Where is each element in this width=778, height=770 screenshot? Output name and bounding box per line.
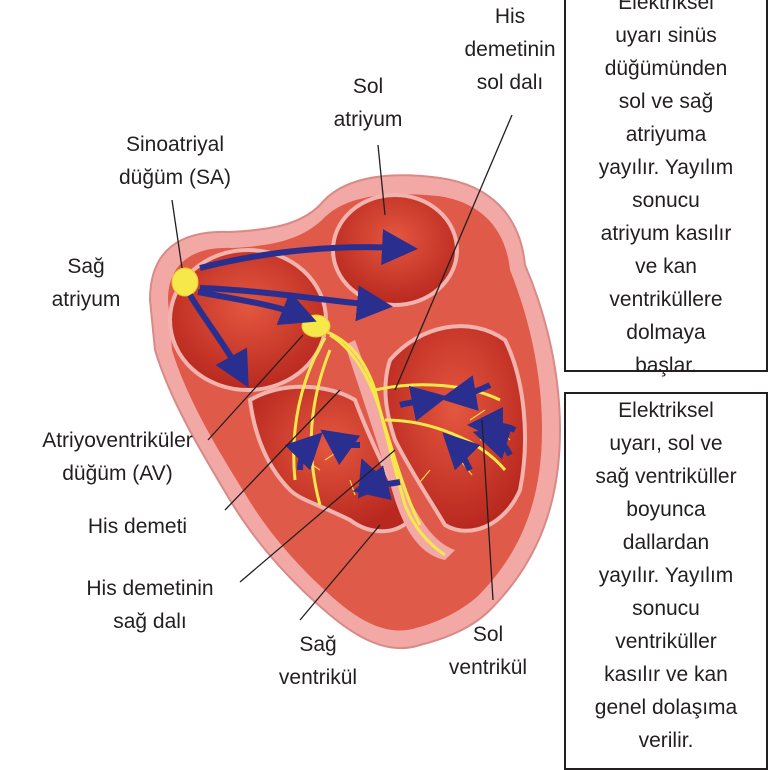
- label-his-demeti: His demeti: [55, 510, 220, 543]
- label-sag-ventrikul: Sağ ventrikül: [258, 628, 378, 694]
- label-av-dugum: Atriyoventriküler düğüm (AV): [0, 424, 235, 490]
- label-sol-atriyum: Sol atriyum: [303, 70, 433, 136]
- info-box-atrial: Elektriksel uyarı sinüs düğümünden sol v…: [564, 0, 768, 372]
- label-his-sag-dal: His demetinin sağ dalı: [55, 572, 245, 638]
- av-node: [302, 315, 330, 337]
- label-sinoatriyal: Sinoatriyal düğüm (SA): [75, 128, 275, 194]
- label-sag-atriyum: Sağ atriyum: [26, 250, 146, 316]
- info-box-ventricular: Elektriksel uyarı, sol ve sağ ventriküll…: [564, 392, 768, 770]
- label-sol-ventrikul: Sol ventrikül: [428, 618, 548, 684]
- sa-node: [172, 268, 198, 296]
